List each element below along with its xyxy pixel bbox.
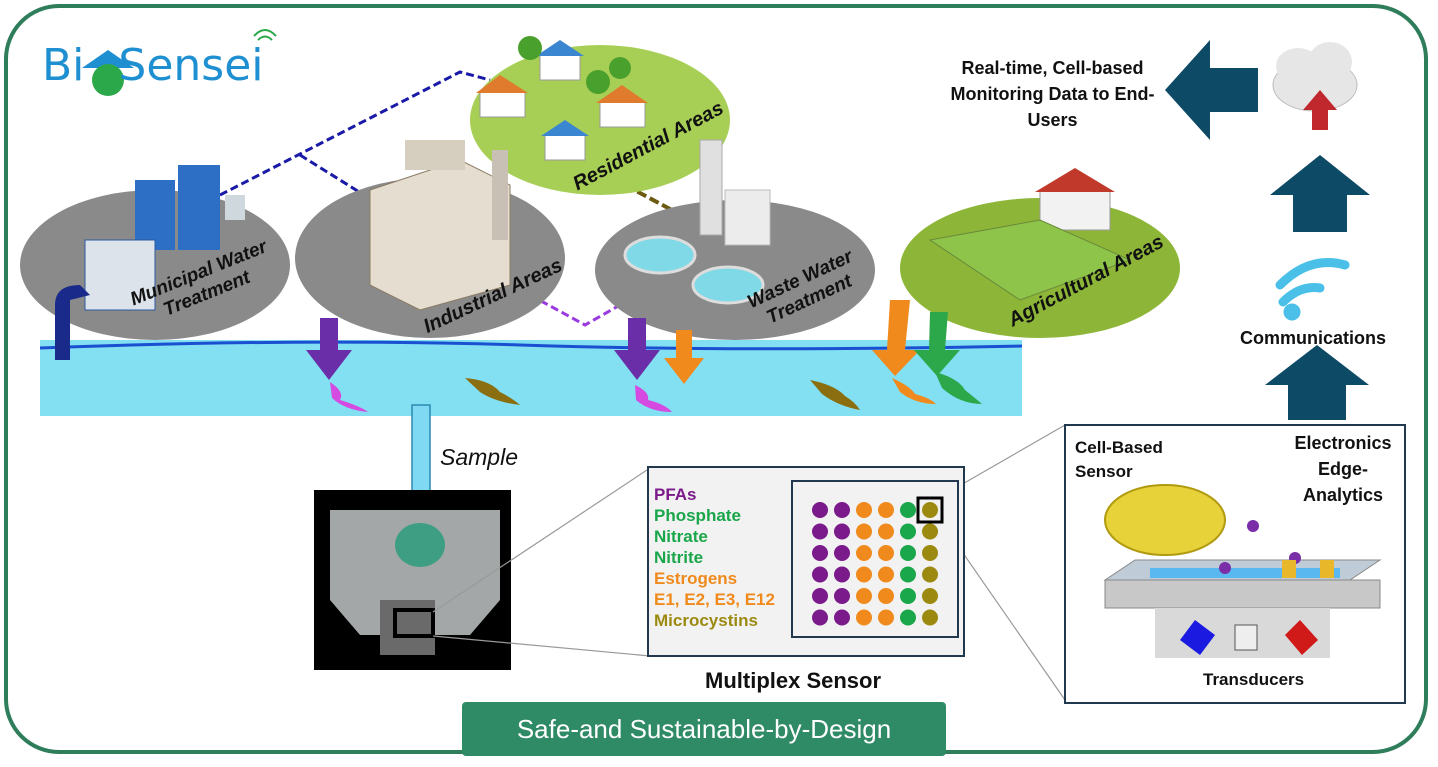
sensor-dot (900, 588, 916, 604)
sensor-dot (834, 609, 850, 626)
sensor-dot (922, 502, 938, 518)
plume-green (935, 372, 982, 404)
sensor-dot (922, 566, 938, 583)
factory-building (369, 140, 511, 311)
sensor-platform (1104, 579, 1381, 609)
sensor-dot (834, 523, 850, 540)
water-treatment-plant (55, 165, 245, 360)
sensor-well (395, 523, 445, 567)
sensor-dot (812, 502, 828, 518)
label-electronics: Electronics Edge-Analytics (1294, 433, 1392, 505)
sensor-dot (856, 588, 872, 604)
label-transducers: Transducers (1203, 670, 1305, 689)
water-surface (39, 340, 1023, 351)
plume-pink (330, 382, 368, 412)
sensor-dot (922, 588, 938, 604)
sensor-housing (330, 510, 500, 635)
analyte-item: PFAs (654, 485, 697, 504)
sensor-dot (878, 502, 894, 518)
brand-part-1: Bi (42, 40, 85, 91)
sensor-dot (878, 588, 894, 604)
left-arrow-output (1165, 40, 1258, 140)
discharge-arrow-orange (664, 330, 704, 384)
sensor-dot (812, 545, 828, 561)
sensor-channel (1150, 568, 1340, 578)
purple-pipeline (529, 293, 621, 327)
up-arrow-lower (1265, 345, 1369, 420)
sensor-dot (856, 566, 872, 583)
chip-highlight (393, 608, 435, 638)
analyte-item: Nitrite (654, 548, 704, 567)
plume-olive (465, 378, 520, 405)
sensor-dot (922, 523, 938, 540)
sensor-dot (812, 523, 828, 540)
sensor-dot (812, 566, 828, 583)
houses (476, 36, 648, 161)
blue-pipeline (219, 70, 491, 197)
sensor-dot (856, 523, 872, 540)
bioluminescent-signals (1219, 520, 1301, 574)
analyte-item: Phosphate (654, 506, 741, 525)
farm (928, 168, 1132, 301)
blue-led (1180, 620, 1215, 655)
sensor-dot (856, 545, 872, 561)
brand-signal-icon (253, 29, 277, 41)
sensor-dot (878, 566, 894, 583)
brand-part-2: Sensei (118, 40, 264, 91)
brand-logo: Bi Sensei (42, 40, 264, 91)
zoom-line-bottom (432, 635, 651, 657)
sensor-dot (900, 523, 916, 540)
sensor-dot (834, 588, 850, 604)
sensor-dot (812, 609, 828, 626)
sensor-dot (922, 609, 938, 626)
yellow-block-2 (1320, 560, 1334, 578)
bacterium-cell (1104, 484, 1226, 556)
grid-highlight (916, 496, 944, 524)
red-led (1285, 620, 1318, 655)
yellow-block-1 (1282, 560, 1296, 578)
brand-leaf-icon (82, 50, 134, 96)
plume-olive-2 (810, 380, 860, 410)
sensor-dot (878, 545, 894, 561)
wifi-icon (1275, 258, 1350, 321)
sensor-dot (900, 609, 916, 626)
sensor-dot (878, 609, 894, 626)
cloud-icon (1272, 42, 1358, 130)
sensor-dot (834, 545, 850, 561)
plume-orange (892, 378, 936, 404)
sensor-dot (878, 523, 894, 540)
discharge-arrow-industrial (306, 318, 352, 380)
discharge-arrow-green (914, 312, 960, 376)
plume-pink-2 (635, 385, 672, 412)
discharge-arrow-purple (614, 318, 660, 380)
sensor-dot (900, 502, 916, 518)
analyte-item: Estrogens (654, 569, 738, 588)
sensor-dot (812, 588, 828, 604)
analyte-item: E1, E2, E3, E12 (654, 590, 775, 609)
water-body (40, 340, 1022, 416)
sensor-dot (900, 566, 916, 583)
treatment-tanks (623, 139, 771, 305)
sensor-dot (834, 502, 850, 518)
design-banner: Safe-and Sustainable-by-Design (462, 702, 946, 756)
label-sample: Sample (440, 444, 518, 470)
label-cell-based-sensor: Cell-Based Sensor (1075, 438, 1163, 481)
discharge-arrow-agri-orange (872, 300, 920, 376)
label-realtime: Real-time, Cell-based Monitoring Data to… (950, 58, 1155, 130)
sensor-dot (856, 609, 872, 626)
analyte-item: Microcystins (654, 611, 758, 630)
label-communications: Communications (1240, 328, 1387, 348)
sensor-dot (900, 545, 916, 561)
sensor-dot (834, 566, 850, 583)
analyte-item: Nitrate (654, 527, 708, 546)
multiplex-dot-grid (812, 502, 938, 626)
zoom-line-top (432, 467, 651, 613)
label-multiplex-sensor: Multiplex Sensor (705, 668, 882, 693)
sensor-dot (922, 545, 938, 561)
photodetector (1234, 624, 1258, 651)
up-arrow-upper (1270, 155, 1370, 232)
sensor-dot (856, 502, 872, 518)
